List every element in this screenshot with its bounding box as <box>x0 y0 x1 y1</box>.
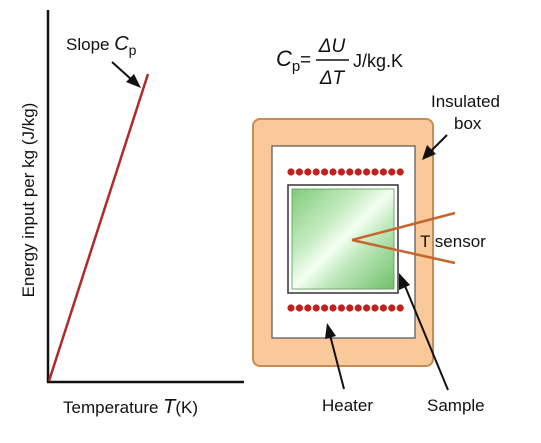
sample-label: Sample <box>427 396 485 415</box>
slope-arrow <box>111 61 141 88</box>
slope-line <box>47 73 150 382</box>
insulated-box-label-line2: box <box>454 114 482 133</box>
formula-numerator: ΔU <box>318 36 346 57</box>
formula-denominator: ΔT <box>319 68 346 89</box>
heat-capacity-formula: Cp = ΔU ΔT J/kg.K <box>276 36 403 89</box>
t-sensor-probe <box>351 211 456 265</box>
y-axis-label: Energy input per kg (J/kg) <box>19 103 38 298</box>
x-axis-label: Temperature T(K) <box>63 396 198 418</box>
formula-units: J/kg.K <box>353 51 403 71</box>
sample-fill <box>291 188 395 290</box>
insulated-box-arrow <box>422 134 448 160</box>
x-axis-variable: T <box>163 396 177 418</box>
heater-arrow <box>325 323 345 390</box>
heater-top-row <box>287 168 404 176</box>
energy-temperature-graph: Energy input per kg (J/kg) Temperature T… <box>19 10 244 418</box>
calorimeter-apparatus: T sensor Insulated box Heater Sample <box>252 92 500 415</box>
sample-arrow <box>399 273 449 391</box>
heater-label: Heater <box>322 396 373 415</box>
formula-equals: = <box>300 50 311 71</box>
heater-bottom-row <box>287 304 404 312</box>
slope-label: Slope Cp <box>66 33 137 58</box>
formula-lhs: Cp <box>276 46 300 75</box>
t-sensor-label: T sensor <box>420 232 486 251</box>
insulated-box-label-line1: Insulated <box>431 92 500 111</box>
